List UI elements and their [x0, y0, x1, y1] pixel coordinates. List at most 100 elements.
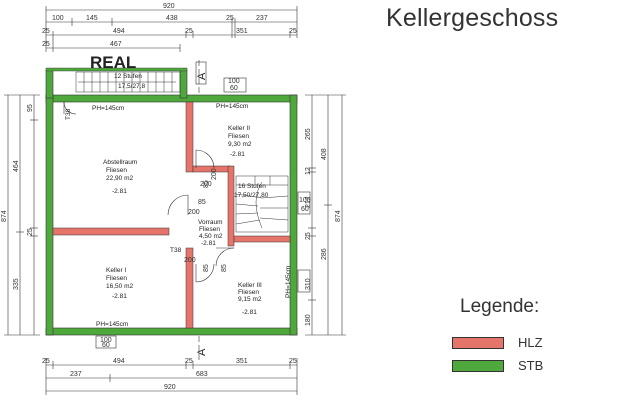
dim-right-2-1: 408: [321, 148, 328, 160]
ph-label-bottom: PH=145cm: [96, 321, 128, 328]
wall-stb-stair-top: [45, 67, 188, 72]
wall-stb-right: [289, 94, 298, 336]
room-area: 16,50 m2: [106, 283, 133, 290]
inner-stair-label: 16 Stufen: [238, 183, 266, 190]
room-level: -2.81: [112, 188, 127, 195]
ph-label-top-right: PH=145cm: [216, 103, 248, 110]
room-floor: Fliesen: [228, 133, 249, 140]
legend-label-stb: STB: [518, 358, 544, 373]
dim-top-4-1: 25: [42, 41, 50, 48]
room-name: Vorraum: [198, 219, 223, 226]
door-width-4: 85: [221, 264, 228, 272]
dim-top-3-1: 25: [42, 28, 50, 35]
window-bottom: [95, 335, 117, 349]
right-dimension-lines: [305, 94, 346, 336]
dim-bottom-2-2: 683: [196, 371, 208, 378]
wall-stb-top: [45, 94, 298, 103]
wall-stb-stair-right: [179, 69, 188, 99]
legend-swatch-stb: [452, 360, 504, 372]
section-marker-bottom: A: [196, 348, 208, 356]
dim-top-2-5: 237: [256, 15, 268, 22]
dim-top-3-2: 494: [113, 28, 125, 35]
room-floor: Fliesen: [199, 226, 220, 233]
window-top-right: [223, 77, 247, 93]
legend-swatch-hlz: [452, 337, 504, 349]
room-floor: Fliesen: [238, 289, 259, 296]
window-label-w-bottom: 100: [100, 337, 112, 344]
dim-bottom-1-5: 25: [289, 358, 297, 365]
wall-hlz-h1: [52, 227, 170, 236]
room-level: -2.81: [112, 293, 127, 300]
room-level: -2.81: [230, 151, 245, 158]
ph-label-right: PH=145cm: [285, 266, 292, 298]
left-dimension-lines: [4, 94, 40, 336]
dim-bottom-1-4: 351: [236, 358, 248, 365]
upper-stair-size: 17,5/27,8: [118, 83, 145, 90]
dim-top-3-5: 25: [289, 28, 297, 35]
wall-hlz-h3: [233, 235, 291, 243]
dim-right-2-2: 286: [321, 248, 328, 260]
dim-left-3-2: 25: [27, 228, 34, 236]
t38-label-top: T38: [65, 108, 72, 120]
room-area: 4,50 m2: [199, 233, 223, 240]
hlz-walls: [52, 101, 291, 329]
wall-stb-left: [45, 94, 54, 336]
dim-left-outer: 874: [1, 210, 8, 222]
room-floor: Fliesen: [106, 275, 127, 282]
dim-left-3-1: 95: [27, 104, 34, 112]
room-name: Keller II: [228, 125, 250, 132]
dim-top-2-4: 25: [226, 15, 234, 22]
window-top-mid: [195, 61, 207, 85]
dim-right-1-5: 310: [305, 278, 312, 290]
dim-right-1-6: 180: [305, 314, 312, 326]
dim-right-1-2: 12: [305, 167, 312, 175]
door-height-2: 200: [200, 181, 212, 188]
window-label-w-right: 100: [299, 197, 311, 204]
dim-top-4-2: 467: [110, 41, 122, 48]
dim-top-2-3: 438: [166, 15, 178, 22]
window-label-h-top: 60: [230, 85, 238, 92]
wall-hlz-v1: [185, 101, 194, 173]
dim-right-1-4: 25: [305, 232, 312, 240]
room-name: Keller III: [238, 282, 262, 289]
wall-hlz-v3: [227, 165, 235, 247]
top-dimension-lines: [45, 6, 298, 52]
wall-stb-stair-left: [45, 69, 54, 99]
dim-top-3-3: 25: [185, 28, 193, 35]
section-marker-top: A: [196, 72, 208, 80]
ph-label-top-left: PH=145cm: [92, 105, 124, 112]
door-width-3: 85: [203, 264, 210, 272]
room-name: Keller I: [106, 267, 126, 274]
door-height-3: 200: [184, 257, 196, 264]
room-area: 22,90 m2: [106, 175, 133, 182]
dim-right-1-1: 265: [305, 128, 312, 140]
wall-stb-bottom: [45, 327, 298, 336]
bottom-dimension-lines: [45, 358, 298, 395]
window-label-h-bottom: 60: [102, 342, 110, 349]
room-level: -2.81: [242, 309, 257, 316]
room-keller-iii: Keller III Fliesen 9,15 m2 -2.81: [238, 282, 262, 316]
dim-bottom-overall: 920: [164, 384, 176, 391]
dim-bottom-1-2: 494: [113, 358, 125, 365]
plan-title: Kellergeschoss: [386, 4, 559, 32]
dim-right-1-3: 212: [305, 196, 312, 208]
room-area: 9,30 m2: [228, 141, 252, 148]
door-height-4: 200: [211, 168, 218, 180]
upper-stairs: [75, 71, 181, 93]
room-vorraum: Vorraum Fliesen 4,50 m2 -2.81: [198, 219, 223, 247]
dim-top-2-2: 145: [86, 15, 98, 22]
dim-bottom-2-1: 237: [70, 371, 82, 378]
room-floor: Fliesen: [106, 167, 127, 174]
upper-stair-label: 12 Stufen: [114, 73, 142, 80]
dim-top-2-1: 100: [52, 15, 64, 22]
t38-label-mid: T38: [170, 247, 182, 254]
room-name: Abstellraum: [103, 159, 137, 166]
room-level: -2.81: [201, 240, 216, 247]
room-keller-ii: Keller II Fliesen 9,30 m2 -2.81: [228, 125, 252, 158]
inner-stair-size: 17,50/27,80: [234, 192, 269, 199]
room-area: 9,15 m2: [238, 296, 262, 303]
window-label-h-right: 60: [301, 206, 309, 213]
door-width-1: 85: [203, 180, 210, 188]
dim-bottom-1-3: 25: [185, 358, 193, 365]
dim-left-2-2: 335: [13, 278, 20, 290]
